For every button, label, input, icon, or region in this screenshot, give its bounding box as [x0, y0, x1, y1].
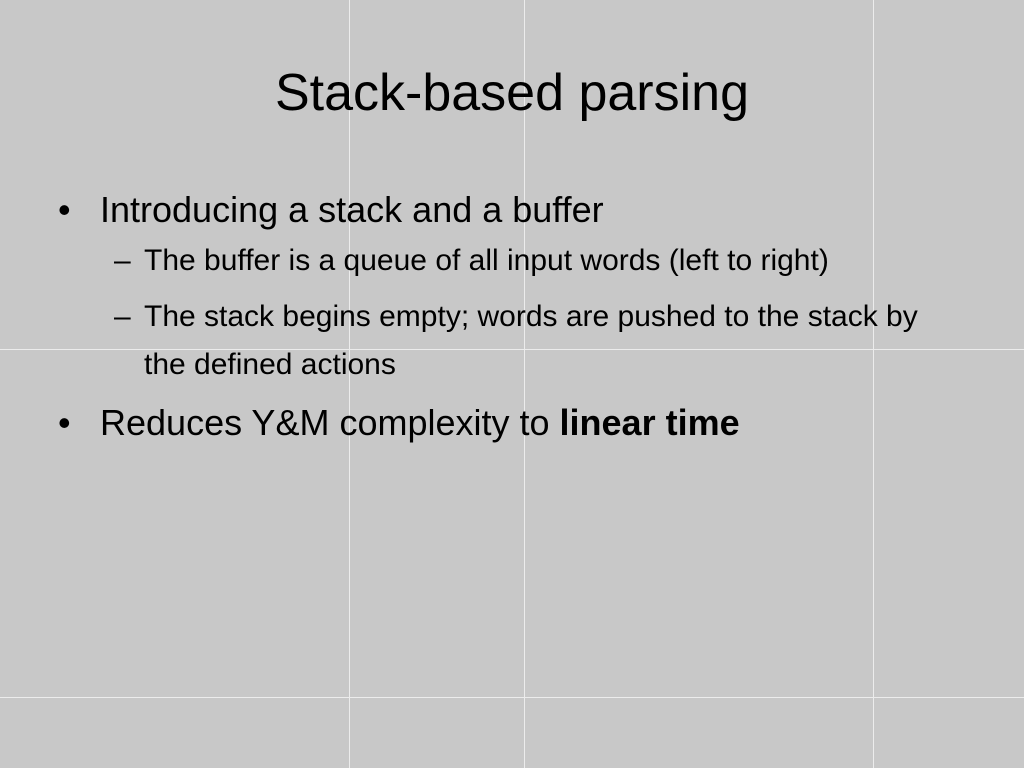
grid-line: [0, 349, 1024, 350]
dash-marker: –: [114, 300, 131, 334]
grid-line: [873, 0, 874, 768]
bullet-text: Reduces Y&M complexity to: [100, 402, 560, 444]
bullet-list: • Introducing a stack and a buffer – The…: [56, 188, 956, 444]
bullet-item: • Reduces Y&M complexity to linear time: [56, 401, 956, 444]
grid-line: [524, 0, 525, 768]
grid-line: [0, 697, 1024, 698]
bullet-marker: •: [58, 189, 71, 230]
slide-title: Stack-based parsing: [274, 64, 750, 122]
sub-bullet-text: The buffer is a queue of all input words…: [144, 244, 829, 278]
grid-line: [349, 0, 350, 768]
sub-bullet-list: – The buffer is a queue of all input wor…: [100, 237, 956, 389]
sub-bullet-item: – The buffer is a queue of all input wor…: [100, 237, 934, 285]
sub-bullet-item: – The stack begins empty; words are push…: [100, 293, 934, 389]
sub-bullet-text: The stack begins empty; words are pushed…: [144, 300, 918, 382]
dash-marker: –: [114, 244, 131, 278]
bullet-marker: •: [58, 402, 71, 444]
bullet-item: • Introducing a stack and a buffer – The…: [56, 188, 956, 389]
bullet-bold-text: linear time: [559, 402, 740, 444]
bullet-text: Introducing a stack and a buffer: [100, 189, 604, 230]
